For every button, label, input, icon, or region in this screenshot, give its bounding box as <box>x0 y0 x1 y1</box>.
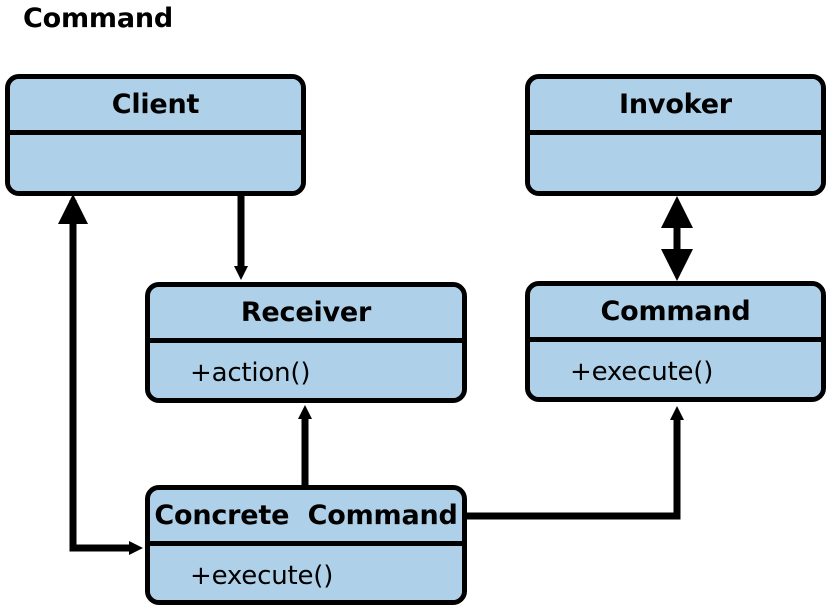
edge-concrete-command-to-command <box>467 406 684 520</box>
uml-class-receiver[interactable]: Receiver +action() <box>145 282 467 403</box>
uml-class-name-client: Client <box>10 79 301 135</box>
uml-class-name-receiver: Receiver <box>150 287 462 343</box>
uml-class-members-command: +execute() <box>530 342 821 397</box>
uml-class-name-command: Command <box>530 286 821 342</box>
edge-invoker-to-command <box>661 196 693 281</box>
edge-concrete-command-to-client <box>58 194 143 555</box>
uml-class-members-client <box>10 135 301 191</box>
uml-class-client[interactable]: Client <box>5 74 306 196</box>
uml-class-command[interactable]: Command +execute() <box>525 281 826 402</box>
uml-class-members-receiver: +action() <box>150 343 462 398</box>
page-title: Command <box>23 3 174 34</box>
uml-class-concrete-command[interactable]: Concrete Command +execute() <box>145 485 467 605</box>
uml-class-members-invoker <box>530 135 821 191</box>
uml-class-name-concrete-command: Concrete Command <box>150 490 462 546</box>
uml-class-members-concrete-command: +execute() <box>150 546 462 600</box>
uml-class-name-invoker: Invoker <box>530 79 821 135</box>
uml-class-invoker[interactable]: Invoker <box>525 74 826 196</box>
